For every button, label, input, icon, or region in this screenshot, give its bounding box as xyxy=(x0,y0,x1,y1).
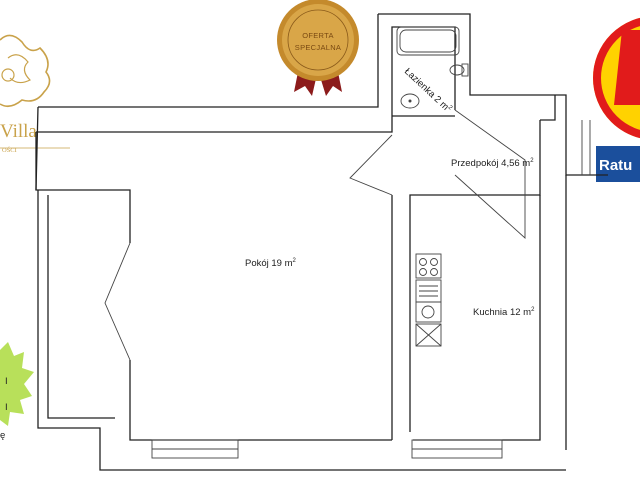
side-badge-char: I xyxy=(5,376,8,387)
wall-kitchen-left xyxy=(409,120,541,432)
room-labels: Łazienka 2 m2 Przedpokój 4,56 m2 Pokój 1… xyxy=(245,66,535,318)
toilet-tank-icon xyxy=(461,63,469,77)
washer-icon xyxy=(415,301,442,323)
lion-crest-icon xyxy=(0,34,51,108)
side-badge-char: ę xyxy=(0,430,5,441)
fridge-icon xyxy=(415,323,442,347)
doors xyxy=(104,109,526,361)
bathtub-icon xyxy=(396,26,460,56)
stove-burner-icon xyxy=(419,258,427,266)
stove-burner-icon xyxy=(430,268,438,276)
wall-right-notch xyxy=(540,95,556,121)
badge-red-ring xyxy=(593,17,640,139)
wall-left-upper xyxy=(35,106,131,243)
wall-left-outer xyxy=(37,190,566,471)
brand-tagline: OŚCI xyxy=(2,146,17,154)
brand-name: Villa xyxy=(0,121,37,142)
lion-crest-icon-detail xyxy=(7,54,32,84)
stove-burner-icon xyxy=(419,268,427,276)
door-swing-hall xyxy=(349,134,393,196)
badge-red-letter xyxy=(614,30,640,105)
seal-medal-ring xyxy=(287,9,349,71)
brand-logo: Villa OŚCI xyxy=(0,34,70,154)
wall-left-inner xyxy=(47,195,115,419)
bathtub-inner-icon xyxy=(399,29,457,53)
seal-line-1: OFERTA xyxy=(302,31,334,40)
side-badge: I I ę xyxy=(0,342,34,441)
side-badge-star xyxy=(0,342,34,426)
door-swing-entrance xyxy=(454,109,526,240)
special-offer-seal: OFERTA SPECJALNA xyxy=(277,0,359,96)
stove-burner-icon xyxy=(430,258,438,266)
door-swing-room xyxy=(104,242,131,361)
sink-icon xyxy=(400,93,420,109)
rescue-badge: Ratu xyxy=(593,17,640,182)
crest-ring-icon xyxy=(1,68,15,82)
fridge-cross xyxy=(415,323,442,347)
badge-blue-band xyxy=(596,146,640,182)
kitchen-fixtures xyxy=(415,253,442,347)
sink-drain-icon xyxy=(408,99,412,103)
walls xyxy=(35,13,608,471)
wall-bottom-inner xyxy=(129,360,392,441)
seal-line-2: SPECJALNA xyxy=(295,43,341,52)
wall-right-upper xyxy=(555,94,608,176)
washer-drum-icon xyxy=(421,305,435,319)
wall-top-inner xyxy=(36,116,393,133)
side-badge-char: I xyxy=(5,402,8,413)
stove-icon xyxy=(415,253,442,279)
wall-bathroom-outer xyxy=(378,13,555,96)
bathroom-fixtures xyxy=(396,26,469,109)
badge-text: Ratu xyxy=(599,157,632,174)
wall-top-outer xyxy=(38,14,379,108)
room-label-living-room: Pokój 19 m2 xyxy=(245,258,297,269)
toilet-icon xyxy=(449,64,465,76)
room-label-hallway: Przedpokój 4,56 m2 xyxy=(451,158,534,169)
seal-medal-inner xyxy=(282,4,354,76)
room-label-kitchen: Kuchnia 12 m2 xyxy=(473,307,535,318)
